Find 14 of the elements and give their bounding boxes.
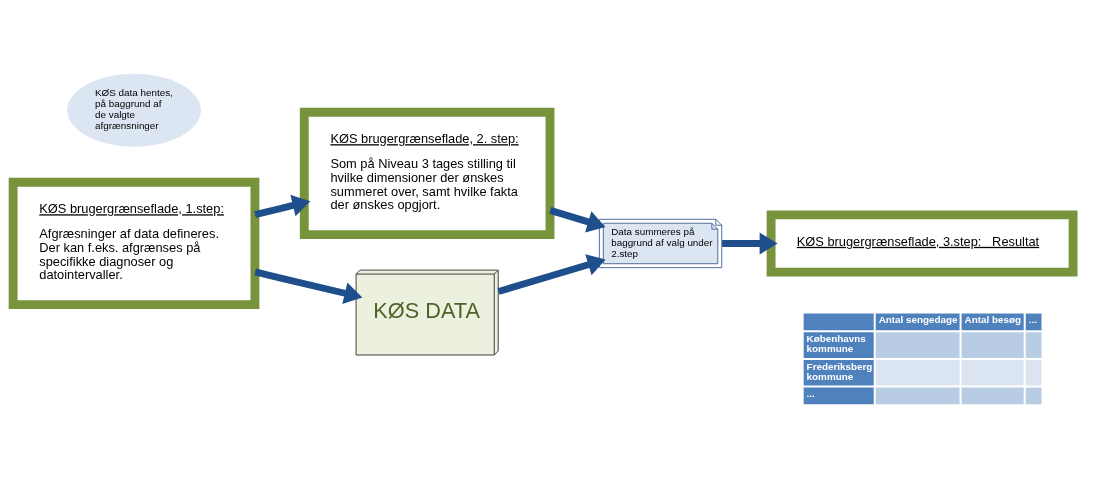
node-box: KØS brugergrænseflade, 3.step: Resultat: [766, 210, 1078, 277]
node-ellipse: KØS data hentes, på baggrund af de valgte afgrænsninger: [67, 73, 201, 147]
node-box: KØS brugergrænseflade, 2. step: Som på Niveau 3 tages stilling til hvilke dimensioner der ønskes summeret over, samt hvilke fakta der ønskes opgjort.: [299, 107, 555, 240]
label: Antal sengedage: [878, 314, 958, 326]
node-box: KØS brugergrænseflade, 1.step: Afgræsninger af data defineres. Der kan f.eks. afgrænses på specifikke diagnoser og datointervaller.: [8, 177, 260, 310]
arrow: [254, 194, 311, 218]
label: Frederiksberg kommune: [806, 360, 873, 382]
arrow: [254, 268, 363, 304]
label: ...: [806, 388, 815, 400]
label: ...: [1028, 314, 1037, 326]
arrow: [549, 207, 606, 233]
label: Antal besøg: [964, 314, 1021, 326]
label: Københavns kommune: [806, 333, 866, 355]
arrow: [497, 254, 606, 295]
